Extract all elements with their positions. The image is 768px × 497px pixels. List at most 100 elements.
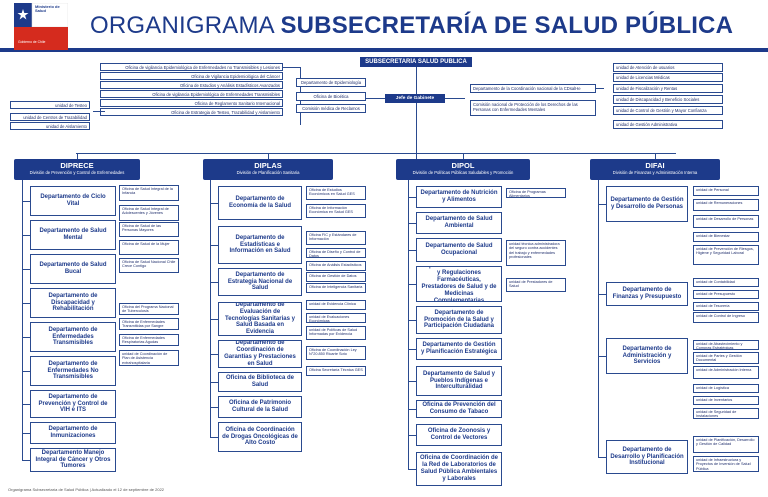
department-box: Departamento de Salud y Pueblos Indígena… xyxy=(416,366,502,396)
sub-unit-box: unidad de Infraestructura y Proyectos de… xyxy=(693,456,759,472)
connector-line xyxy=(598,180,599,457)
division-code: DIPRECE xyxy=(60,161,94,170)
sub-unit-box: unidad de Presupuesto xyxy=(693,290,759,299)
sub-unit-box: unidad de Remuneraciones xyxy=(693,199,759,211)
page-title: ORGANIGRAMA SUBSECRETARÍA DE SALUD PÚBLI… xyxy=(90,12,734,39)
sub-unit-box: unidad de Administración Interna xyxy=(693,366,759,379)
department-box: Departamento de Inmunizaciones xyxy=(30,422,116,444)
sub-unit-box: Oficina Secretaría Técnica GES xyxy=(306,366,366,376)
sub-unit-box: unidad de Evidencia Clínica xyxy=(306,300,366,310)
office-box: Oficina de vigilancia Epidemiológica de … xyxy=(100,63,283,71)
department-box: Oficina de Biblioteca de Salud xyxy=(218,372,302,392)
connector-line xyxy=(598,204,606,205)
sub-unit-box: unidad de Personal xyxy=(693,186,759,196)
sub-unit-box: Oficina de Salud Nacional Chile Crece Co… xyxy=(119,258,179,273)
department-box: Departamento de Gestión y Desarrollo de … xyxy=(606,186,688,222)
connector-line xyxy=(22,371,30,372)
unit-box: unidad de Control de Gestión y Mayor Con… xyxy=(613,106,723,115)
sub-unit-box: unidad de Desarrollo de Personas xyxy=(693,215,759,228)
sub-unit-box: Oficina de Gestión de Datos xyxy=(306,272,366,282)
connector-line xyxy=(408,180,409,469)
department-box: Departamento de Estadísticas e Informaci… xyxy=(218,226,302,264)
department-box: Departamento de Gestión y Planificación … xyxy=(416,338,502,360)
sub-unit-box: unidad de Bienestar xyxy=(693,232,759,242)
sub-unit-box: unidad de Partes y Gestión Documental xyxy=(693,352,759,364)
sub-unit-box: unidad de Inventarios xyxy=(693,396,759,405)
sub-unit-box: unidad de Logística xyxy=(693,384,759,393)
connector-line xyxy=(408,469,416,470)
office-box: Oficina de Vigilancia Epidemiológica del… xyxy=(100,72,283,80)
department-box: Oficina de Coordinación de Drogas Oncoló… xyxy=(218,422,302,452)
subsecretaria-box: SUBSECRETARÍA SALUD PÚBLICA xyxy=(360,57,472,67)
department-box: Departamento de Salud Mental xyxy=(30,220,116,250)
sub-unit-box: Oficina de Programas Alimentarios xyxy=(506,188,566,198)
sub-unit-box: Oficina de Diseño y Control de Datos xyxy=(306,248,366,258)
division-name: División de Políticas Públicas Saludable… xyxy=(412,170,514,175)
connector-line xyxy=(22,235,30,236)
connector-line xyxy=(598,294,606,295)
sub-unit-box: Oficina de Enfermedades Respiratorias Ag… xyxy=(119,334,179,346)
department-box: Comisión médica de Reclamos xyxy=(296,104,366,113)
sub-unit-box: Oficina de Estudios Económicos en Salud … xyxy=(306,186,366,200)
department-box: Oficina de Prevención del Consumo de Tab… xyxy=(416,400,502,418)
unit-box: unidad de Centros de Trazabilidad xyxy=(10,113,90,121)
sub-unit-box: unidad de Evaluaciones Económicas xyxy=(306,313,366,323)
connector-line xyxy=(77,153,78,159)
jefe-gabinete-box: Jefe de Gabinete xyxy=(385,94,445,103)
connector-line xyxy=(268,153,269,159)
connector-line xyxy=(463,153,464,159)
department-box: Departamento de Administración y Servici… xyxy=(606,338,688,374)
connector-line xyxy=(22,433,30,434)
department-box: Departamento de Promoción de la Salud y … xyxy=(416,306,502,334)
office-box: Oficina de vigilancia Epidemiológica de … xyxy=(100,90,283,98)
chile-flag-icon xyxy=(14,2,69,50)
connector-line xyxy=(22,404,30,405)
connector-line xyxy=(22,337,30,338)
department-box: Departamento de Evaluación de Tecnología… xyxy=(218,302,302,336)
division-code: DIFAI xyxy=(645,161,665,170)
sub-unit-box: unidad de Control de Ingreso xyxy=(693,312,759,323)
department-box: Departamento de Políticas y Regulaciones… xyxy=(416,266,502,302)
connector-line xyxy=(408,197,416,198)
department-box: Departamento de la Coordinación nacional… xyxy=(470,84,596,93)
department-box: Oficina de Zoonosis y Control de Vectore… xyxy=(416,424,502,446)
sub-unit-box: unidad de Prestadores de Salud xyxy=(506,278,566,292)
sub-unit-box: Oficina de Información Económica en Salu… xyxy=(306,204,366,218)
unit-box: unidad de Discapacidad y Beneficio Socia… xyxy=(613,95,723,104)
department-box: Departamento de Salud Ambiental xyxy=(416,212,502,234)
connector-line xyxy=(598,457,606,458)
connector-line xyxy=(408,320,416,321)
connector-line xyxy=(22,269,30,270)
department-box: Comisión nacional de Protección de los D… xyxy=(470,100,596,116)
sub-unit-box: unidad de Abastecimiento y Compras Estra… xyxy=(693,340,759,350)
sub-unit-box: unidad de Políticas de Salud Informadas … xyxy=(306,326,366,340)
connector-line xyxy=(408,381,416,382)
division-name: División de Prevención y Control de Enfe… xyxy=(29,170,125,175)
department-box: Departamento de Enfermedades No Transmis… xyxy=(30,356,116,386)
connector-line xyxy=(408,409,416,410)
office-box: Oficina de Reglamento Sanitario Internac… xyxy=(100,99,283,107)
division-code: DIPLAS xyxy=(254,161,282,170)
department-box: Departamento de Salud Ocupacional xyxy=(416,238,502,262)
unit-box: unidad de Aislamiento xyxy=(10,122,90,130)
department-box: Departamento de Ciclo Vital xyxy=(30,186,116,216)
connector-line xyxy=(22,460,30,461)
department-box: Departamento de Coordinación de Garantía… xyxy=(218,340,302,368)
department-box: Departamento de Prevención y Control de … xyxy=(30,390,116,418)
sub-unit-box: Oficina del Programa Nacional de Tubercu… xyxy=(119,303,179,315)
unit-box: unidad de Atención de usuarios xyxy=(613,63,723,72)
sub-unit-box: unidad de Planificación, Desarrollo y Ge… xyxy=(693,436,759,453)
connector-line xyxy=(210,382,218,383)
sub-unit-box: Oficina de Salud Integral de la Infancia xyxy=(119,185,179,201)
sub-unit-box: Oficina de Enfermedades Transmitidas por… xyxy=(119,318,179,330)
connector-line xyxy=(408,223,416,224)
sub-unit-box: Oficina de Coordinación Ley N°20.850 Ric… xyxy=(306,346,366,360)
department-box: Departamento de Finanzas y Presupuesto xyxy=(606,282,688,306)
unit-box: unidad de Licencias Médicas xyxy=(613,73,723,82)
connector-line xyxy=(22,180,23,460)
department-box: Oficina de Coordinación de la Red de Lab… xyxy=(416,452,502,486)
sub-unit-box: unidad de Coordinación de Plan de Asiste… xyxy=(119,350,179,366)
